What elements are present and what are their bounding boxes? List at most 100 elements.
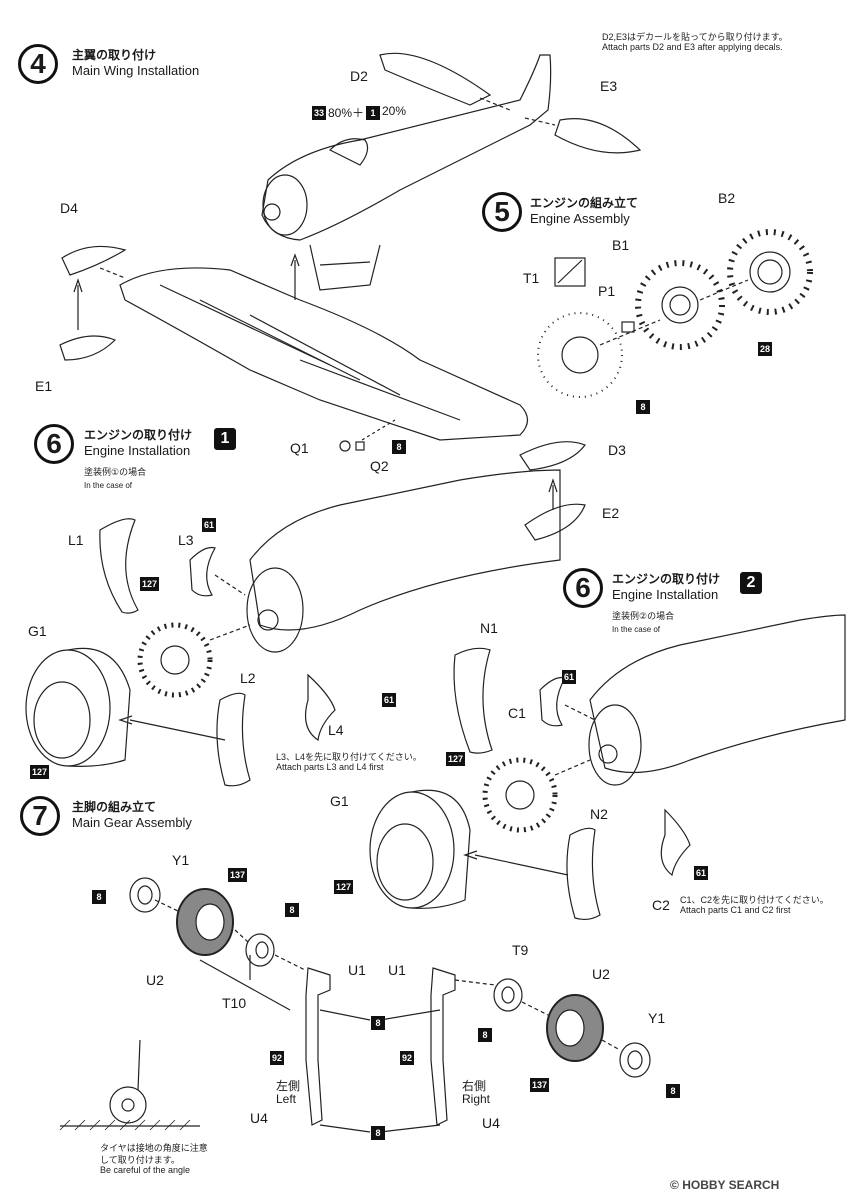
right-label-jp: 右側: [462, 1079, 487, 1093]
part-label-y1-left: Y1: [172, 852, 190, 868]
color-box-61-c2: 61: [694, 866, 709, 880]
color-box-8-t10: 8: [285, 903, 299, 917]
decal-note-en: Attach parts D2 and E3 after applying de…: [602, 42, 783, 52]
step-4-title-jp: 主翼の取り付け: [72, 48, 157, 62]
wingtip-d3: [519, 441, 586, 471]
color-box-8-y1-left: 8: [92, 890, 106, 904]
step-6a-number: 6: [34, 424, 74, 464]
engine-b1-drawing: [635, 260, 725, 350]
scheme-2-note-jp: 塗装例②の場合: [612, 611, 675, 621]
step-6b-title-en: Engine Installation: [612, 587, 719, 602]
part-label-t10: T10: [222, 995, 247, 1011]
part-label-n1: N1: [480, 620, 498, 636]
step-6b-note-en: Attach parts C1 and C2 first: [680, 905, 791, 915]
hub-y1-left: [129, 877, 161, 913]
stabilizer-e3: [554, 118, 642, 154]
part-label-l2: L2: [240, 670, 256, 686]
part-label-u4-left: U4: [250, 1110, 268, 1126]
color-box-1: 1: [366, 106, 380, 120]
part-label-e3: E3: [600, 78, 618, 94]
step-7-title-en: Main Gear Assembly: [72, 815, 192, 830]
part-label-e2: E2: [602, 505, 620, 521]
color-box-8-q: 8: [392, 440, 406, 454]
hub-t9: [493, 978, 523, 1012]
color-box-8-y1-right: 8: [666, 1084, 680, 1098]
angle-note-jp1: タイヤは接地の角度に注意: [100, 1143, 208, 1153]
right-label-en: Right: [462, 1092, 491, 1106]
part-label-l3: L3: [178, 532, 194, 548]
cowl-flap-n2: [566, 827, 601, 921]
part-label-g1-right: G1: [330, 793, 349, 809]
part-label-d2: D2: [350, 68, 368, 84]
scheme-2-note-en: In the case of: [612, 625, 661, 634]
step-7-number: 7: [20, 796, 60, 836]
tire-u2-left: [176, 888, 234, 956]
angle-diagram: [59, 1039, 200, 1131]
part-label-d3: D3: [608, 442, 626, 458]
part-label-u1-right: U1: [388, 962, 406, 978]
part-label-b2: B2: [718, 190, 736, 206]
part-label-p1: P1: [598, 283, 616, 299]
left-label-jp: 左側: [276, 1079, 301, 1093]
color-box-127-g1-left: 127: [30, 765, 50, 779]
color-box-92-right: 92: [400, 1051, 415, 1065]
engine-right: [482, 757, 558, 833]
tire-u2-right: [546, 994, 604, 1062]
color-box-8-u1: 8: [371, 1016, 385, 1030]
color-box-127-n1: 127: [446, 752, 466, 766]
cowl-flap-l4: [305, 673, 336, 742]
scheme-1-badge: 1: [214, 428, 236, 450]
part-label-d4: D4: [60, 200, 78, 216]
part-label-u4-right: U4: [482, 1115, 500, 1131]
part-label-b1: B1: [612, 237, 630, 253]
cowl-flap-l3: [189, 546, 216, 597]
engine-left: [137, 622, 213, 698]
color-box-33: 33: [312, 106, 327, 120]
no-glue-icon: [554, 257, 586, 287]
part-label-g1-left: G1: [28, 623, 47, 639]
part-label-t9: T9: [512, 942, 529, 958]
part-label-u1-left: U1: [348, 962, 366, 978]
watermark-brand: © HOBBY SEARCH: [670, 1178, 779, 1192]
part-label-l1: L1: [68, 532, 84, 548]
hub-y1-right: [619, 1042, 651, 1078]
step-6b-number: 6: [563, 568, 603, 608]
mix-b-pct: 20%: [382, 104, 407, 118]
angle-note-en: Be careful of the angle: [100, 1165, 191, 1175]
cowl-t1-drawing: [537, 312, 623, 398]
wingtip-e2: [524, 503, 586, 541]
color-box-127-g1-right: 127: [334, 880, 354, 894]
scheme-1-note-jp: 塗装例①の場合: [84, 467, 147, 477]
wingtip-d4: [61, 245, 127, 276]
fuselage-drawing: [261, 54, 552, 291]
part-label-y1-right: Y1: [648, 1010, 666, 1026]
strut-right: [430, 967, 456, 1126]
stabilizer-d2: [379, 52, 492, 106]
step-4-title-en: Main Wing Installation: [72, 63, 200, 78]
cowl-flap-n1: [453, 647, 493, 754]
step-5-number: 5: [482, 192, 522, 232]
cowl-flap-l2: [216, 692, 251, 787]
part-label-t1: T1: [523, 270, 540, 286]
part-label-u2-left: U2: [146, 972, 164, 988]
cowling-g1-right: [369, 789, 471, 909]
cowl-flap-c2: [660, 808, 691, 877]
color-box-61-l3: 61: [202, 518, 217, 532]
step-6a-note-jp: L3、L4を先に取り付けてください。: [276, 752, 422, 762]
angle-note-jp2: して取り付けます。: [100, 1155, 180, 1165]
step-6a-title-en: Engine Installation: [84, 443, 191, 458]
step-6b-note-jp: C1、C2を先に取り付けてください。: [680, 895, 829, 905]
color-box-8-u4: 8: [371, 1126, 385, 1140]
copyright-symbol: ©: [670, 1178, 679, 1192]
hub-t10: [245, 933, 275, 967]
strut-left: [305, 967, 331, 1126]
color-box-8-t1: 8: [636, 400, 650, 414]
color-box-8-t9: 8: [478, 1028, 492, 1042]
scheme-1-note-en: In the case of: [84, 481, 133, 490]
cowling-g1-left: [25, 647, 131, 767]
step-6a-note-en: Attach parts L3 and L4 first: [276, 762, 384, 772]
step-7-title-jp: 主脚の組み立て: [72, 800, 157, 814]
color-box-61-l4: 61: [382, 693, 397, 707]
